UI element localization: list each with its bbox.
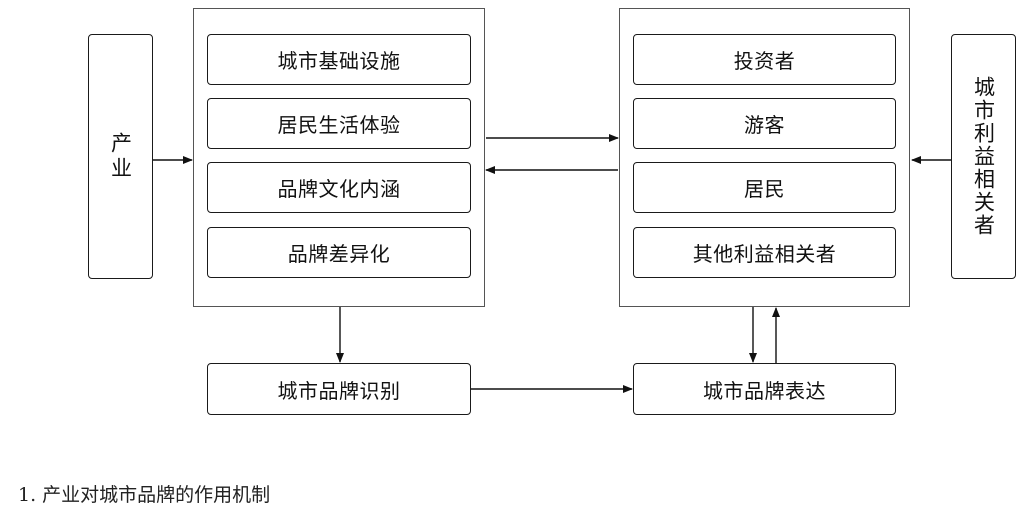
industry-label: 产业 <box>108 131 133 182</box>
stakeholders-label: 城市利益相关者 <box>971 76 996 237</box>
factor-box-brand-culture: 品牌文化内涵 <box>207 162 471 213</box>
stakeholders-box: 城市利益相关者 <box>951 34 1016 279</box>
stakeholder-box-investors: 投资者 <box>633 34 896 85</box>
stakeholder-box-others: 其他利益相关者 <box>633 227 896 278</box>
factor-label: 居民生活体验 <box>277 113 401 137</box>
brand-expression-label: 城市品牌表达 <box>703 378 826 403</box>
stakeholder-label: 其他利益相关者 <box>692 242 837 266</box>
factor-label: 城市基础设施 <box>277 49 401 73</box>
factor-label: 品牌文化内涵 <box>277 177 401 201</box>
figure-caption: 1. 产业对城市品牌的作用机制 <box>18 484 271 506</box>
factor-box-infrastructure: 城市基础设施 <box>207 34 471 85</box>
stakeholder-label: 游客 <box>744 113 785 137</box>
stakeholder-box-tourists: 游客 <box>633 98 896 149</box>
factor-label: 品牌差异化 <box>287 242 391 266</box>
factor-box-living-experience: 居民生活体验 <box>207 98 471 149</box>
brand-identity-box: 城市品牌识别 <box>207 363 471 415</box>
factor-box-differentiation: 品牌差异化 <box>207 227 471 278</box>
industry-box: 产业 <box>88 34 153 279</box>
brand-identity-label: 城市品牌识别 <box>277 378 401 403</box>
stakeholder-label: 居民 <box>744 177 785 201</box>
stakeholder-box-residents: 居民 <box>633 162 896 213</box>
brand-expression-box: 城市品牌表达 <box>633 363 896 415</box>
stakeholder-label: 投资者 <box>733 49 796 73</box>
